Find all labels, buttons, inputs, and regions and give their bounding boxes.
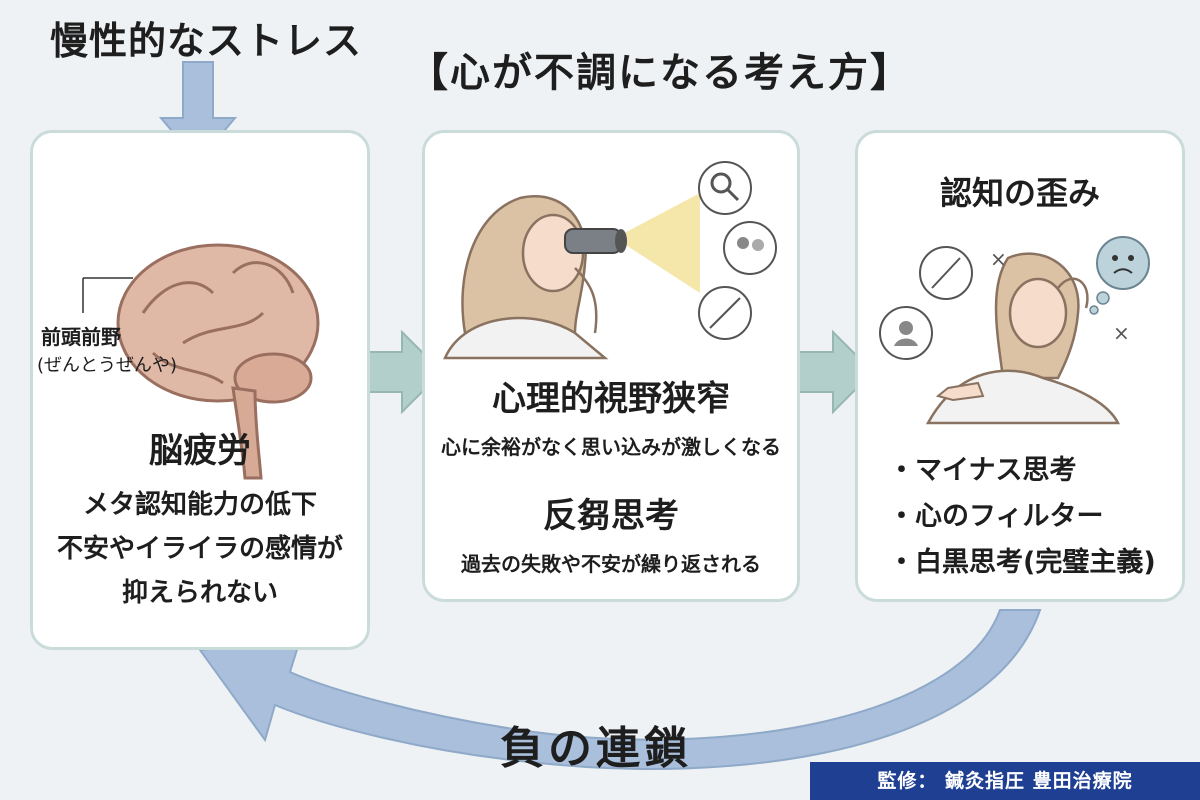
- svg-text:×: ×: [990, 247, 1007, 271]
- cognitive-distortion-heading: 認知の歪み: [939, 174, 1100, 212]
- brain-fatigue-heading: 脳疲労: [149, 431, 251, 471]
- list-item: ・白黒思考(完璧主義): [888, 547, 1156, 578]
- panel-tunnel-vision: 心理的視野狭窄 心に余裕がなく思い込みが激しくなる 反芻思考 過去の失敗や不安が…: [422, 130, 800, 602]
- tunnel-vision-description: 心に余裕がなく思い込みが激しくなる: [441, 435, 781, 459]
- cognitive-distortion-list: ・マイナス思考 ・心のフィルター ・白黒思考(完璧主義): [888, 448, 1156, 586]
- page-title: 【心が不調になる考え方】: [408, 50, 912, 96]
- binocular-woman-illustration: [443, 161, 777, 360]
- brain-fatigue-line: 抑えられない: [121, 578, 278, 608]
- cycle-arrow: [198, 609, 1042, 770]
- rumination-description: 過去の失敗や不安が繰り返される: [461, 552, 761, 576]
- panel-cognitive-distortion: 認知の歪み × × ・マイナス思考 ・心のフィルター ・白黒思考(完璧主義): [855, 130, 1185, 602]
- panel-brain-fatigue: 前頭前野 (ぜんとうぜんや) 脳疲労 メタ認知能力の低下 不安やイライラの感情が…: [30, 130, 370, 650]
- brain-fatigue-line: メタ認知能力の低下: [82, 490, 317, 520]
- brain-fatigue-description: メタ認知能力の低下 不安やイライラの感情が 抑えられない: [33, 483, 367, 615]
- rumination-heading: 反芻思考: [543, 496, 679, 536]
- tunnel-vision-heading: 心理的視野狭窄: [492, 379, 730, 419]
- chronic-stress-label: 慢性的なストレス: [50, 19, 363, 63]
- list-item: ・マイナス思考: [888, 455, 1077, 486]
- brain-fatigue-line: 不安やイライラの感情が: [56, 534, 343, 564]
- supervision-footer: 監修： 鍼灸指圧 豊田治療院: [810, 762, 1200, 800]
- prefrontal-cortex-reading: (ぜんとうぜんや): [37, 355, 178, 376]
- distressed-woman-illustration: × ×: [879, 236, 1150, 425]
- svg-text:×: ×: [1113, 321, 1130, 345]
- list-item: ・心のフィルター: [888, 501, 1104, 532]
- brain-illustration: [82, 243, 320, 480]
- prefrontal-cortex-label: 前頭前野: [41, 325, 121, 349]
- negative-cycle-label: 負の連鎖: [500, 723, 692, 774]
